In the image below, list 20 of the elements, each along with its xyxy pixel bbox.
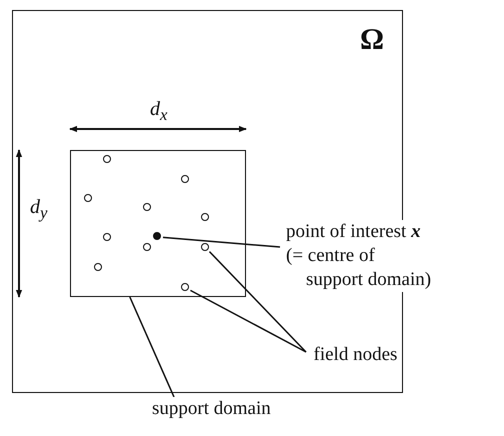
leader-line [162, 236, 280, 248]
leader-line [129, 296, 175, 398]
domain-symbol: Ω [360, 23, 384, 57]
leader-line [208, 251, 307, 353]
field-node-circle [143, 203, 151, 211]
field-node-circle [181, 175, 189, 183]
field-node-circle [201, 243, 209, 251]
support-domain-square [70, 150, 246, 296]
field-node-circle [201, 213, 209, 221]
field-node-circle [103, 233, 111, 241]
dimension-label: d$_{x}$ [150, 98, 168, 125]
field-node-circle [94, 263, 102, 271]
field-node-circle [143, 243, 151, 251]
field-node-circle [84, 194, 92, 202]
dimension-label: d$_{y}$ [30, 196, 48, 223]
field-node-circle [181, 283, 189, 291]
leader-line [190, 290, 306, 353]
point-of-interest-dot [153, 232, 161, 240]
annotation-text: support domain [150, 397, 273, 421]
field-node-circle [103, 155, 111, 163]
